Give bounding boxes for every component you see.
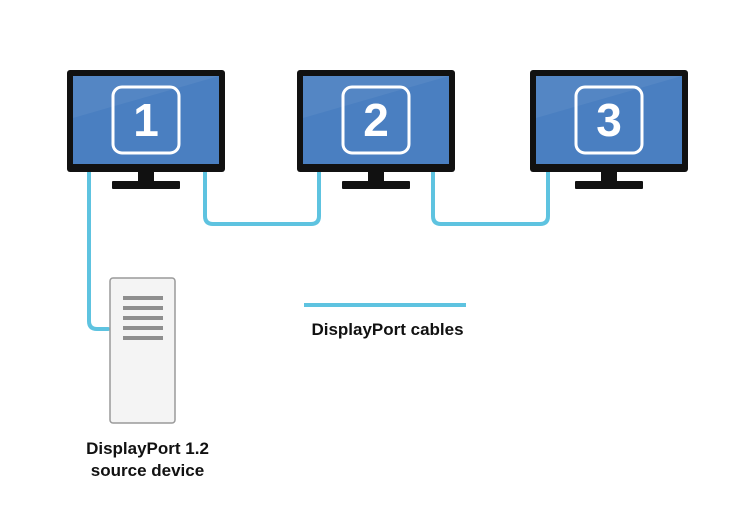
legend-label: DisplayPort cables (311, 320, 464, 339)
monitor-number-badge (574, 85, 644, 155)
monitor-screen (73, 76, 219, 164)
monitor-number: 1 (133, 94, 159, 146)
monitor-3: 3 (530, 70, 688, 189)
vent-slot (123, 336, 163, 340)
screen-glare (303, 76, 449, 118)
vent-slot (123, 326, 163, 330)
monitor-neck (601, 172, 617, 182)
source-device (109, 277, 176, 424)
monitor-screen (536, 76, 682, 164)
cables (87, 168, 550, 331)
monitor-number-badge (111, 85, 181, 155)
screen-glare (536, 76, 682, 118)
tower-vents (123, 296, 163, 340)
cable-source-to-monitor-1 (87, 168, 110, 331)
monitor-number-badge (341, 85, 411, 155)
cable-monitor-1-to-monitor-2 (203, 168, 321, 226)
monitor-screen (303, 76, 449, 164)
vent-slot (123, 316, 163, 320)
monitor-foot (342, 181, 410, 189)
screen-glare (73, 76, 219, 118)
monitor-neck (368, 172, 384, 182)
vent-slot (123, 306, 163, 310)
vent-slot (123, 296, 163, 300)
source-device-label: DisplayPort 1.2 source device (60, 438, 235, 482)
monitor-number: 3 (596, 94, 622, 146)
monitor-2: 2 (297, 70, 455, 189)
monitor-foot (575, 181, 643, 189)
source-label-line-2: source device (90, 461, 205, 480)
tower-case (109, 277, 176, 424)
source-label-line-1: DisplayPort 1.2 (86, 439, 209, 458)
monitor-number: 2 (363, 94, 389, 146)
monitor-1: 1 (67, 70, 225, 189)
cable-monitor-2-to-monitor-3 (431, 168, 550, 226)
monitor-neck (138, 172, 154, 182)
monitor-foot (112, 181, 180, 189)
